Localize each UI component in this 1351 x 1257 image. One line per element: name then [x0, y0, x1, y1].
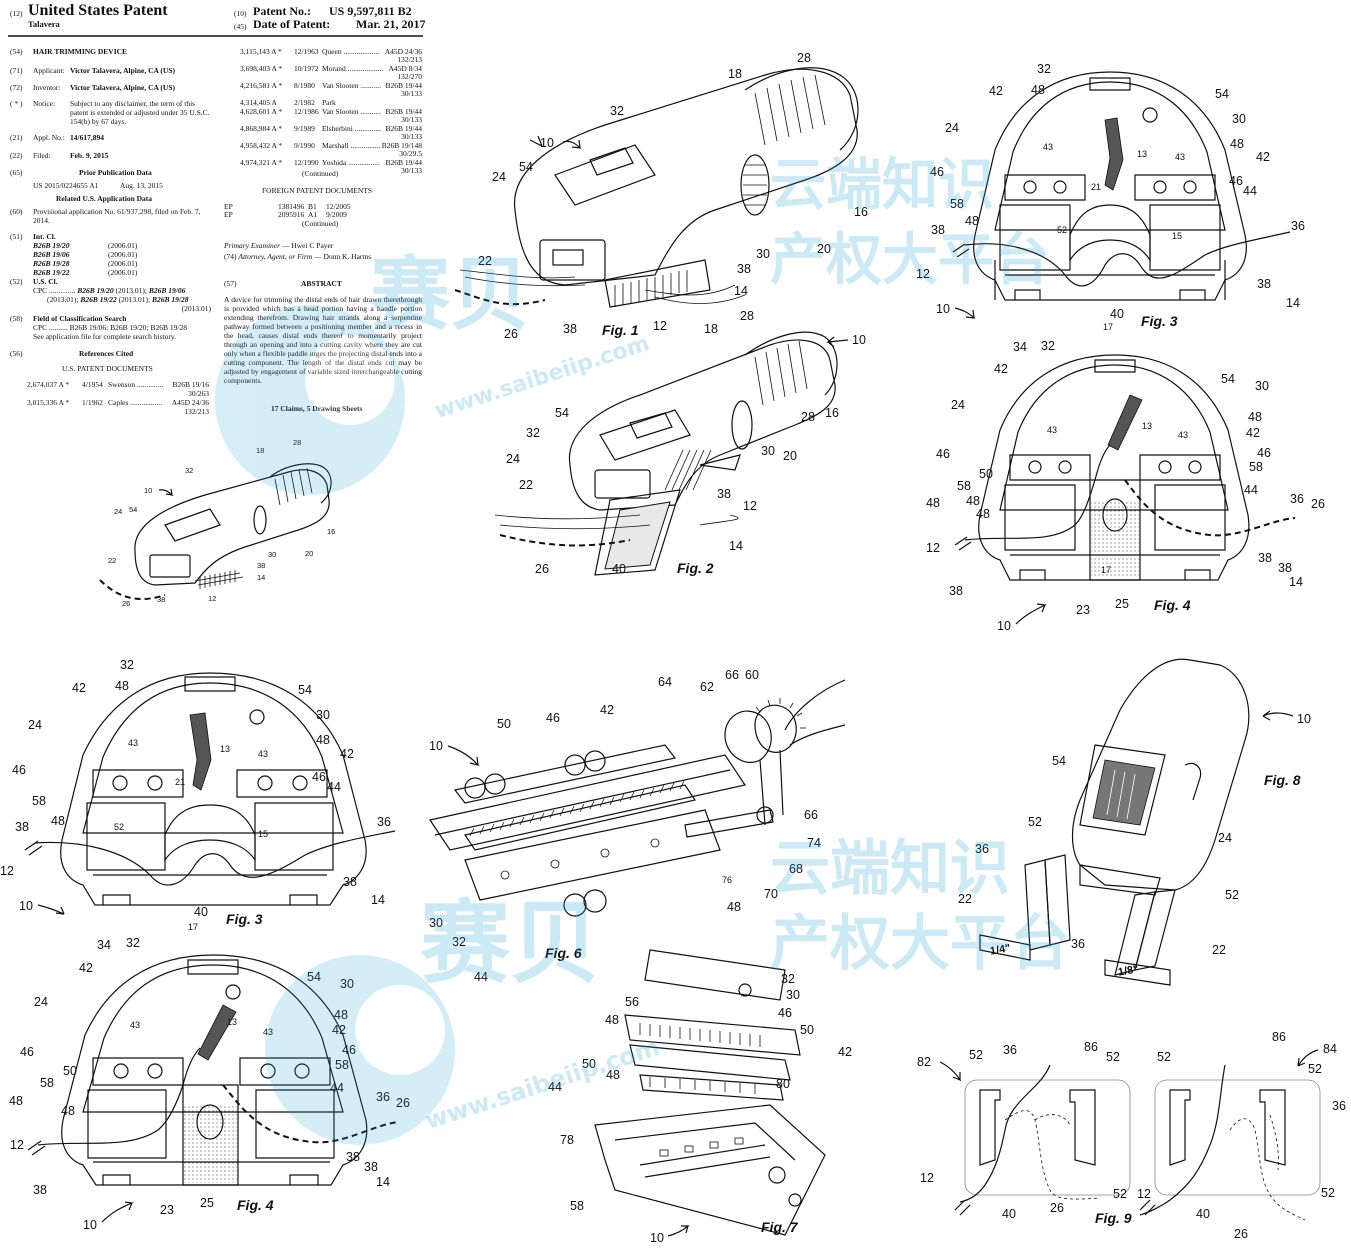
prior-date: Aug. 13, 2015	[120, 181, 163, 190]
foreign-heading: FOREIGN PATENT DOCUMENTS	[262, 186, 373, 195]
continued-1: (Continued)	[302, 169, 339, 178]
fig-4-bottom-label: Fig. 4	[237, 1197, 274, 1213]
refs-left-list: 2,674,037 A * 4/1954 Swenson ...........…	[27, 380, 209, 416]
fig-2-label: Fig. 2	[677, 560, 714, 576]
watermark-logo-bottom	[265, 955, 455, 1145]
applicant-code: (71)	[10, 66, 23, 75]
intcl-row: B26B 19/20(2006.01)	[33, 241, 138, 250]
refs-heading: References Cited	[79, 349, 134, 358]
related-heading: Related U.S. Application Data	[56, 194, 153, 203]
inventor-label: Inventor:	[33, 83, 61, 92]
uscl-code: (52)	[10, 277, 23, 286]
date-label: Date of Patent:	[253, 17, 331, 31]
notice-code: ( * )	[10, 99, 23, 108]
provisional: Provisional application No. 61/937,298, …	[33, 207, 201, 225]
invention-title: HAIR TRIMMING DEVICE	[33, 47, 128, 56]
fig-6-label: Fig. 6	[545, 945, 582, 961]
reference-row: 3,015,336 A * 1/1962 Caples ............…	[27, 398, 209, 416]
field-see: See application file for complete search…	[33, 332, 177, 341]
intcl-row: B26B 19/22(2006.01)	[33, 268, 138, 277]
country-title: United States Patent	[28, 2, 168, 19]
notice-label: Notice:	[33, 99, 56, 108]
inventor-code: (72)	[10, 83, 23, 92]
applicant-label: Applicant:	[33, 66, 65, 75]
prior-heading: Prior Publication Data	[79, 168, 152, 177]
appl-no: 14/617,894	[70, 133, 104, 142]
inventor: Victor Talavera, Alpine, CA (US)	[70, 83, 176, 92]
fig-3-top-label: Fig. 3	[1141, 313, 1178, 329]
filed-code: (22)	[10, 151, 23, 160]
prior-pub: US 2015/0224655 A1	[33, 181, 99, 190]
filed-date: Feb. 9, 2015	[70, 151, 109, 160]
front-drawing	[99, 463, 332, 600]
fig-9-label: Fig. 9	[1095, 1210, 1132, 1226]
patent-number: US 9,597,811 B2	[329, 4, 412, 18]
watermark-logo-top	[215, 305, 405, 495]
prior-code: (65)	[10, 168, 23, 177]
reference-row: 2,674,037 A * 4/1954 Swenson ...........…	[27, 380, 209, 398]
fig-4-top-label: Fig. 4	[1154, 597, 1191, 613]
filed-label: Filed:	[33, 151, 51, 160]
fig-3-bottom-label: Fig. 3	[226, 911, 263, 927]
cpc-block: CPC .............. B26B 19/20 (2013.01);…	[33, 286, 211, 313]
fig-7-label: Fig. 7	[761, 1219, 798, 1235]
abstract-heading: ABSTRACT	[301, 279, 342, 288]
continued-2: (Continued)	[302, 219, 339, 228]
abstract-code: (57)	[224, 279, 237, 288]
field-cpc: CPC .......... B26B 19/06; B26B 19/20; B…	[33, 323, 187, 332]
patent-no-label: Patent No.:	[253, 4, 311, 18]
fig-1-label: Fig. 1	[602, 322, 639, 338]
patent-date: Mar. 21, 2017	[356, 17, 426, 31]
intcl-row: B26B 19/06(2006.01)	[33, 250, 138, 259]
code-12: (12)	[10, 9, 23, 18]
refs-code: (56)	[10, 349, 23, 358]
code-45: (45)	[234, 22, 247, 31]
attorney-line: (74) Attorney, Agent, or Firm — Donn K. …	[224, 252, 372, 261]
code-10: (10)	[234, 9, 247, 18]
claims-count: 17 Claims, 5 Drawing Sheets	[271, 404, 362, 413]
uscl-label: U.S. Cl.	[33, 277, 58, 286]
abstract-text: A device for trimming the distal ends of…	[224, 295, 422, 385]
examiner-line: Primary Examiner — Hwei C Payer	[224, 241, 334, 250]
applicant: Victor Talavera, Alpine, CA (US)	[70, 66, 176, 75]
field-code: (58)	[10, 314, 23, 323]
title-code: (54)	[10, 47, 23, 56]
us-docs-heading: U.S. PATENT DOCUMENTS	[62, 364, 153, 373]
intcl-code: (51)	[10, 232, 23, 241]
prov-code: (60)	[10, 207, 23, 216]
appl-code: (21)	[10, 133, 23, 142]
inventor-short: Talavera	[28, 19, 60, 29]
intcl-label: Int. Cl.	[33, 232, 56, 241]
field-label: Field of Classification Search	[33, 314, 127, 323]
fig-8-label: Fig. 8	[1264, 772, 1301, 788]
notice-text: Subject to any disclaimer, the term of t…	[70, 99, 210, 126]
appl-label: Appl. No.:	[33, 133, 65, 142]
intcl-list: B26B 19/20(2006.01) B26B 19/06(2006.01) …	[33, 241, 138, 277]
intcl-row: B26B 19/28(2006.01)	[33, 259, 138, 268]
